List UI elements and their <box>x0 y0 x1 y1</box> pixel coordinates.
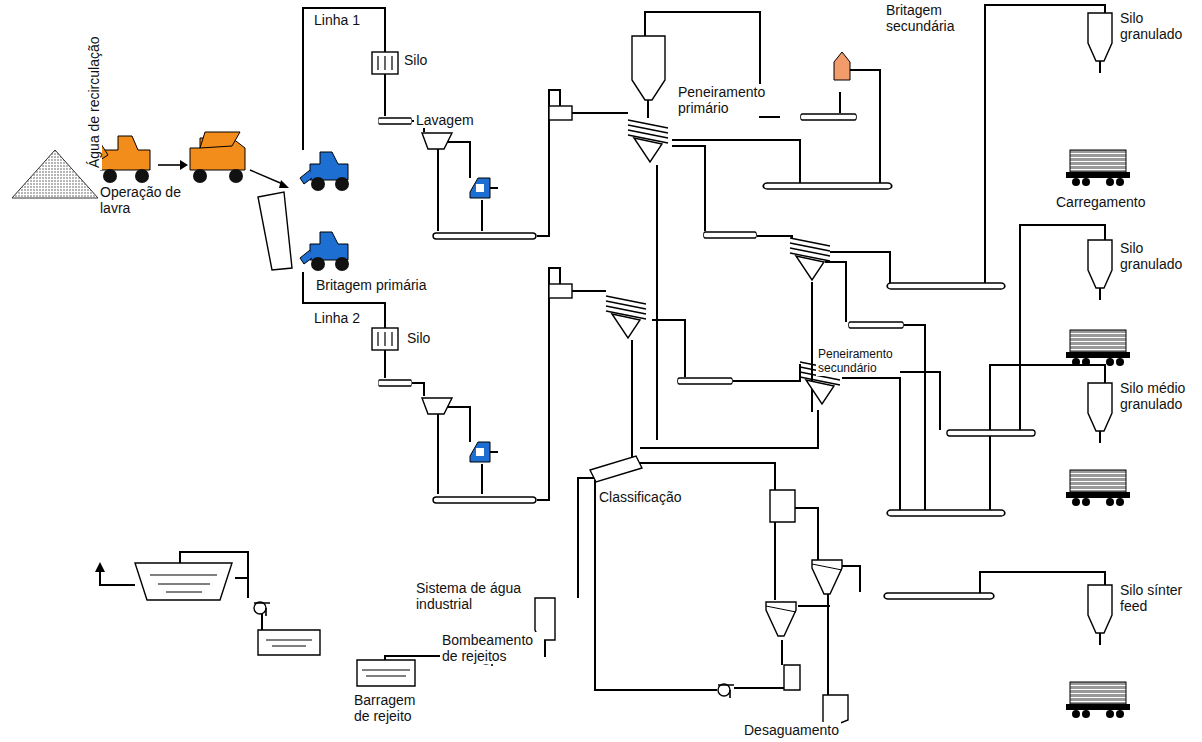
equipment-label: Água de recirculação <box>86 34 102 170</box>
equipment-label: Lavagem <box>414 112 476 128</box>
equipment-label: Silo granulado <box>1118 240 1197 272</box>
equipment-label: Silo sínter feed <box>1118 582 1197 614</box>
equipment-label: Britagem secundária <box>884 2 983 34</box>
equipment-label: Peneiramento secundário <box>816 348 900 376</box>
equipment-label: Britagem primária <box>314 277 428 293</box>
equipment-label: Peneiramento primário <box>676 84 775 116</box>
equipment-label: Sistema de água industrial <box>414 580 526 612</box>
equipment-label: Linha 1 <box>312 12 362 28</box>
equipment-label: Desaguamento <box>742 722 841 738</box>
equipment-label: Operação de lavra <box>98 184 194 216</box>
equipment-label: Silo granulado <box>1118 10 1197 42</box>
equipment-label: Barragem de rejeito <box>352 692 436 724</box>
equipment-label: Silo <box>402 52 429 68</box>
equipment-label: Linha 2 <box>312 310 362 326</box>
equipment-label: Silo <box>405 330 432 346</box>
equipment-label: Carregamento <box>1054 194 1148 210</box>
equipment-label: Silo médio granulado <box>1118 380 1197 412</box>
equipment-label: Classificação <box>597 489 683 505</box>
equipment-label: Bombeamento de rejeitos <box>440 632 544 664</box>
